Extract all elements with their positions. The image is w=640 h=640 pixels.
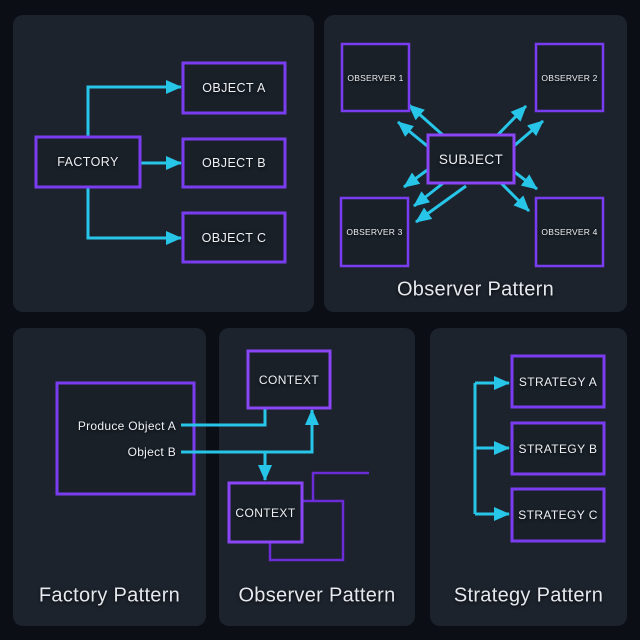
observer-pattern-panel (219, 328, 415, 626)
factory-diagram-panel (13, 15, 314, 312)
factory-pattern-panel (13, 328, 206, 626)
observer-diagram-panel (324, 15, 627, 312)
strategy-pattern-panel (430, 328, 627, 626)
